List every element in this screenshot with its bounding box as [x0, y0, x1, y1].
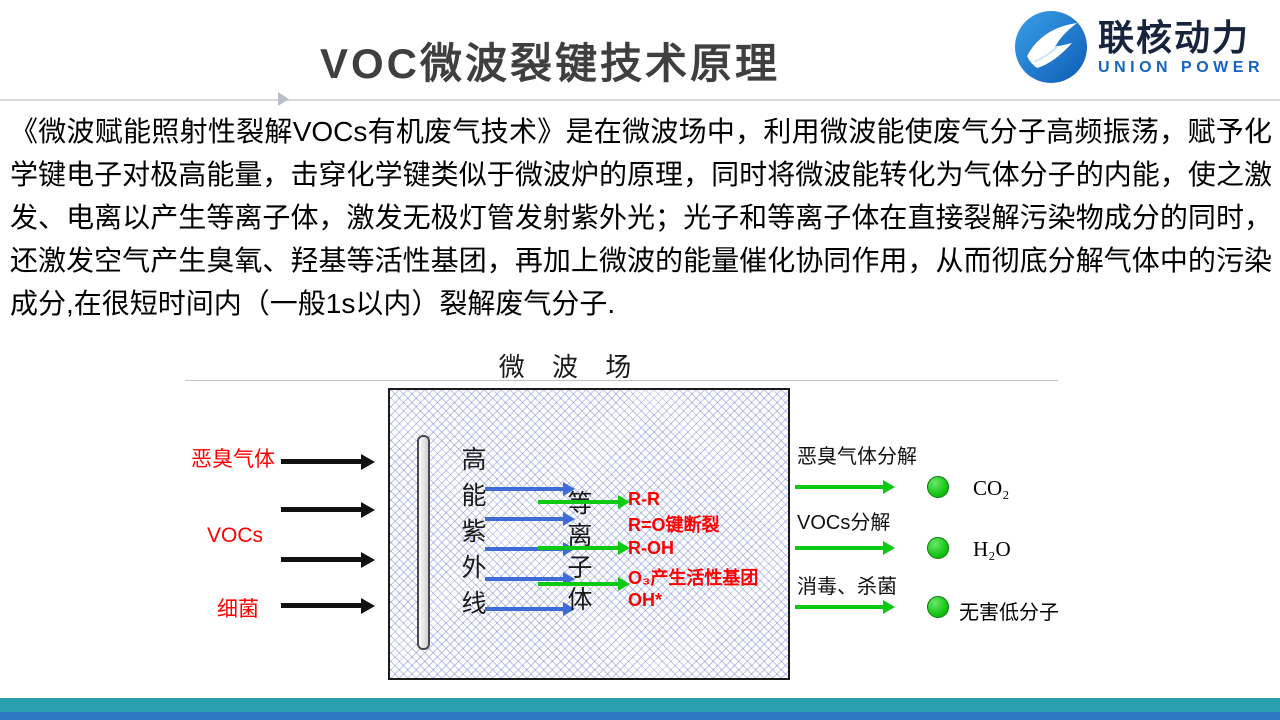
- input-label-vocs: VOCs: [207, 524, 264, 547]
- product-dot-1: [927, 476, 949, 498]
- reaction-text-3: R-OH: [628, 538, 674, 558]
- divider: [0, 99, 1280, 101]
- uv-arrow-2: [485, 517, 563, 521]
- product-dot-3: [927, 596, 949, 618]
- input-arrow-4: [281, 603, 361, 608]
- input-arrow-3: [281, 557, 361, 562]
- uv-arrow-5: [485, 607, 563, 611]
- process-diagram: 微 波 场 恶臭气体 VOCs 细菌 高能紫外线 等离子体 R-R R=O键断裂…: [185, 345, 1059, 690]
- uv-label: 高能紫外线: [458, 446, 486, 626]
- microwave-field-label: 微 波 场: [498, 352, 642, 382]
- output-arrow-2: [795, 546, 883, 550]
- uv-arrow-1: [485, 487, 563, 491]
- microwave-chamber: 高能紫外线 等离子体 R-R R=O键断裂 R-OH O₃产生活性基团 OH*: [388, 388, 790, 680]
- uv-lamp: [417, 435, 430, 650]
- brand-logo: 联核动力 UNION POWER: [1014, 10, 1264, 84]
- output-arrow-3: [795, 605, 883, 609]
- brand-name: 联核动力: [1098, 17, 1251, 58]
- product-label-harmless: 无害低分子: [959, 602, 1059, 624]
- reaction-text-2: R=O键断裂: [628, 515, 720, 535]
- output-label-sterilize: 消毒、杀菌: [797, 576, 897, 598]
- footer-bar-blue: [0, 712, 1280, 720]
- footer-bar-teal: [0, 698, 1280, 712]
- brand-subtitle: UNION POWER: [1098, 59, 1264, 76]
- diagram-top-border: [185, 380, 1058, 381]
- reaction-text-1: R-R: [628, 489, 660, 509]
- product-label-h2o: H₂O: [973, 537, 1011, 561]
- input-label-bacteria: 细菌: [217, 598, 259, 621]
- input-label-odor: 恶臭气体: [191, 448, 275, 471]
- output-arrow-1: [795, 485, 883, 489]
- intro-paragraph: 《微波赋能照射性裂解VOCs有机废气技术》是在微波场中，利用微波能使废气分子高频…: [10, 116, 1272, 319]
- output-label-odor: 恶臭气体分解: [797, 446, 917, 468]
- divider-marker: [278, 92, 289, 106]
- input-arrow-1: [281, 459, 361, 464]
- page-title: VOC微波裂键技术原理: [319, 40, 780, 87]
- plasma-arrow-3: [538, 582, 618, 586]
- plasma-arrow-2: [538, 546, 618, 550]
- product-dot-2: [927, 537, 949, 559]
- plasma-label: 等离子体: [564, 490, 592, 618]
- reaction-text-5: OH*: [628, 590, 663, 610]
- output-label-vocs: VOCs分解: [797, 512, 891, 534]
- uv-arrow-3: [485, 547, 563, 551]
- product-label-co2: CO₂: [973, 476, 1010, 500]
- input-arrow-2: [281, 507, 361, 512]
- plasma-arrow-1: [538, 500, 618, 504]
- reaction-text-4: O₃产生活性基团: [628, 568, 759, 588]
- logo-icon: [1014, 10, 1088, 84]
- uv-arrow-4: [485, 577, 563, 581]
